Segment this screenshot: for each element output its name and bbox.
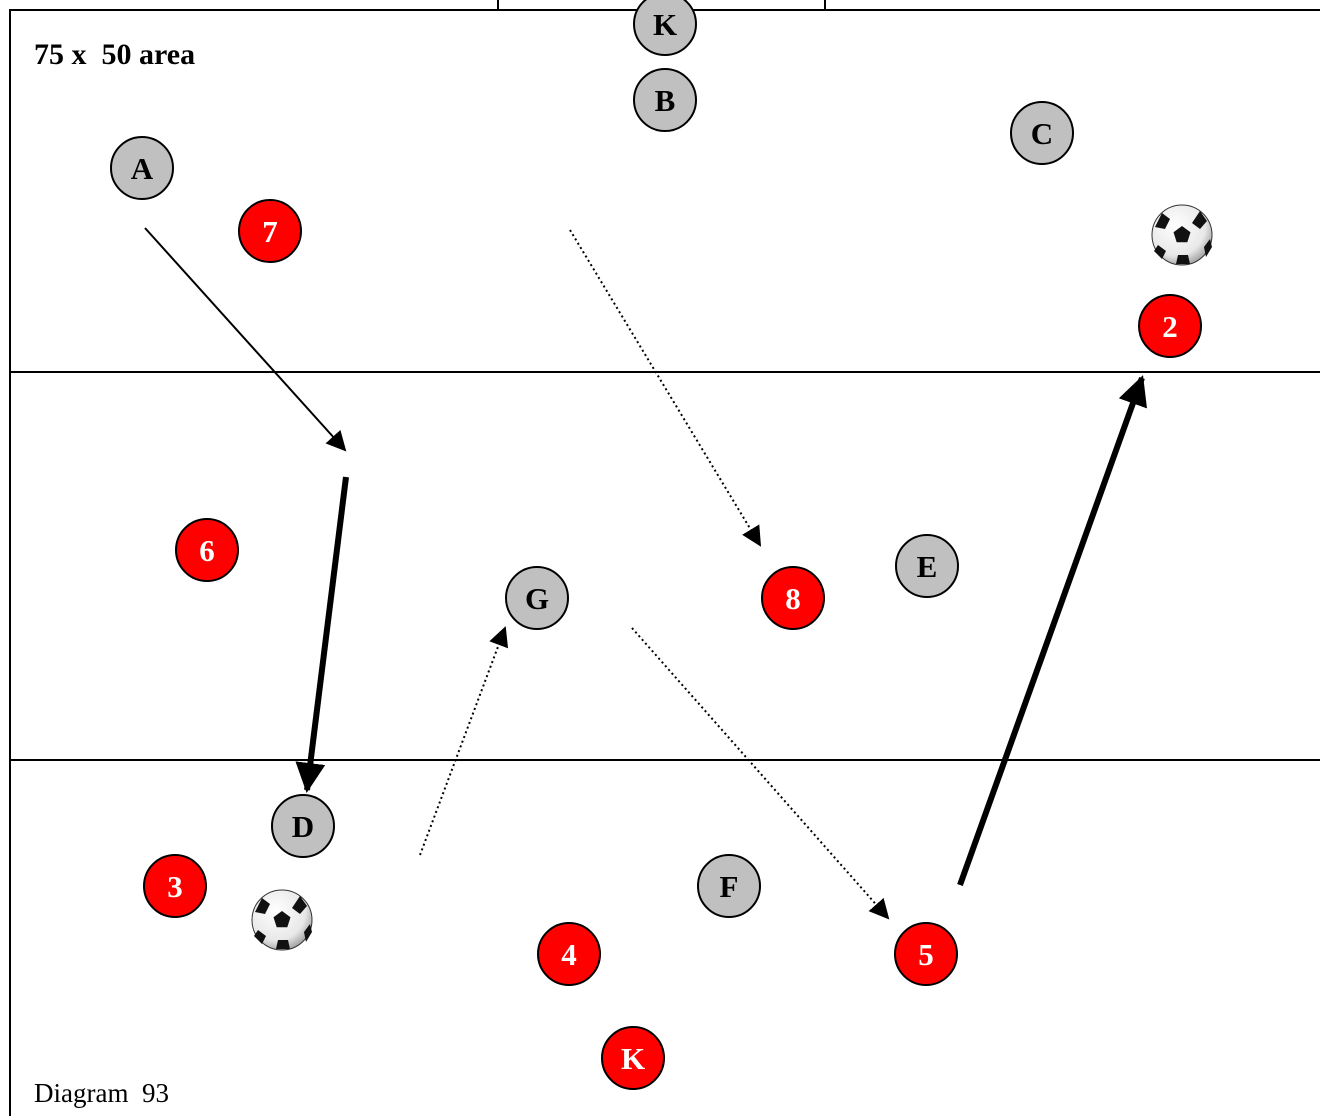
soccer-ball-icon (251, 889, 313, 951)
player-label: B (655, 83, 676, 118)
player-label: 2 (1162, 309, 1178, 344)
arrow-a-pass (144, 227, 347, 452)
player-label: F (720, 869, 739, 904)
diagram-caption: Diagram 93 (34, 1078, 169, 1108)
player-label: G (525, 581, 549, 616)
movement-arrows (144, 227, 1147, 920)
arrow-to-g-dotted (419, 626, 509, 856)
player-label: 3 (167, 869, 183, 904)
player-label: 5 (918, 937, 934, 972)
player-label: 4 (561, 937, 577, 972)
player-red-4: 4 (537, 922, 601, 986)
area-title: 75 x 50 area (34, 38, 195, 71)
player-gray-b: B (633, 68, 697, 132)
player-label: E (917, 549, 938, 584)
player-gray-k: K (633, 0, 697, 56)
arrow-to-5-dotted (631, 627, 890, 920)
arrow-5-to-2 (957, 375, 1147, 887)
gray-team: K B C A E G D F (110, 0, 1074, 918)
player-red-5: 5 (894, 922, 958, 986)
arrow-to-8-dotted (569, 229, 762, 547)
player-red-k: K (601, 1026, 665, 1090)
player-red-8: 8 (761, 566, 825, 630)
player-gray-a: A (110, 136, 174, 200)
player-label: D (292, 809, 314, 844)
arrow-to-d (295, 476, 349, 793)
player-label: C (1031, 116, 1053, 151)
player-label: K (621, 1041, 645, 1076)
player-red-7: 7 (238, 199, 302, 263)
player-red-6: 6 (175, 518, 239, 582)
red-team: 7 2 6 8 3 4 5 K (143, 199, 1202, 1090)
player-gray-e: E (895, 534, 959, 598)
player-red-3: 3 (143, 854, 207, 918)
player-gray-c: C (1010, 101, 1074, 165)
player-label: A (131, 151, 154, 186)
player-gray-g: G (505, 566, 569, 630)
player-gray-f: F (697, 854, 761, 918)
player-label: 6 (199, 533, 215, 568)
player-label: 8 (785, 581, 801, 616)
player-label: K (653, 7, 677, 42)
player-gray-d: D (271, 794, 335, 858)
player-label: 7 (262, 214, 278, 249)
player-red-2: 2 (1138, 294, 1202, 358)
soccer-ball-icon (1151, 204, 1213, 266)
